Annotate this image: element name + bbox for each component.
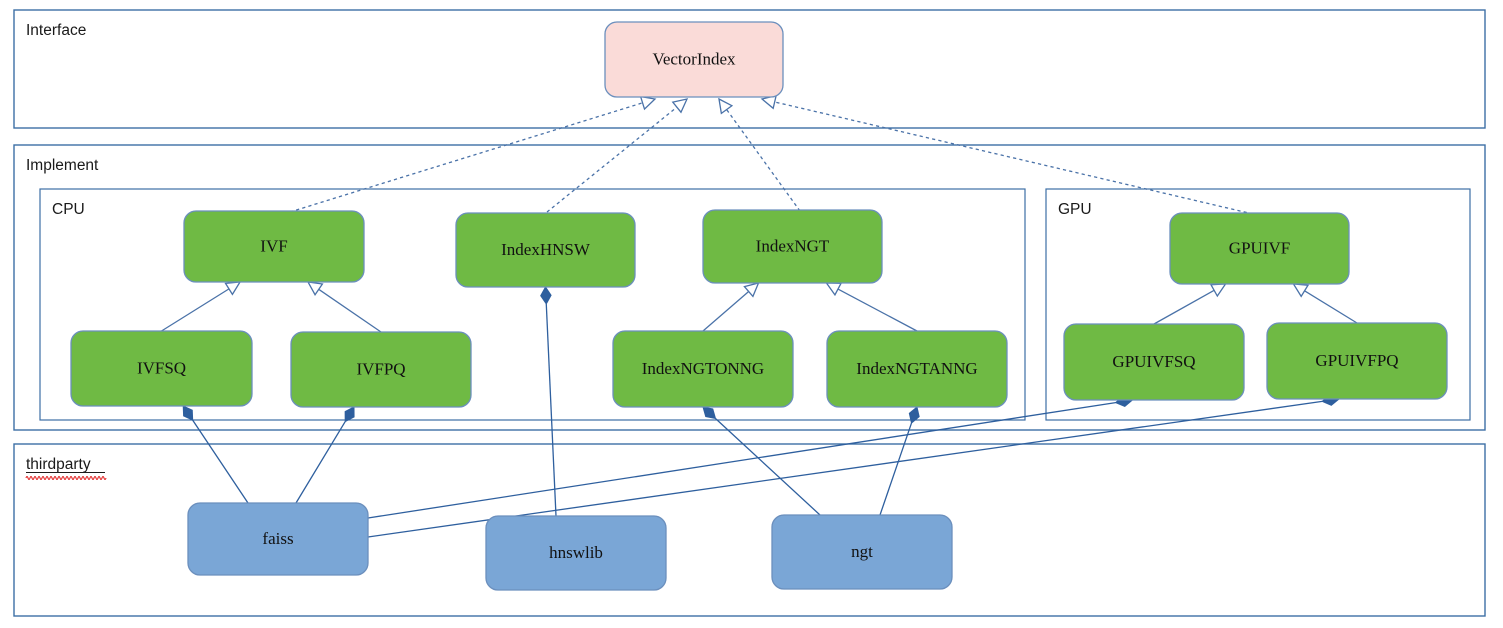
- filled-diamond-arrowhead: [344, 406, 355, 423]
- node-box[interactable]: [70, 330, 253, 407]
- node-label: IndexNGT: [756, 236, 830, 255]
- edge-line: [192, 419, 249, 504]
- hollow-triangle-arrowhead: [743, 282, 760, 298]
- node-IVFPQ[interactable]: IVFPQ: [290, 331, 472, 408]
- node-label: IndexNGTANNG: [856, 359, 977, 378]
- edge-composition-faiss-to-IVFPQ: [295, 406, 355, 504]
- node-box[interactable]: [290, 331, 472, 408]
- node-GPUIVFPQ[interactable]: GPUIVFPQ: [1266, 322, 1448, 400]
- edge-generalization-IVFPQ-to-IVF: [306, 281, 382, 333]
- node-VectorIndex[interactable]: VectorIndex: [604, 21, 784, 98]
- node-label: IndexNGTONNG: [642, 359, 764, 378]
- edge-line: [774, 101, 1254, 215]
- edge-realization-IndexNGT-to-VectorIndex: [718, 97, 801, 212]
- edge-line: [879, 422, 913, 516]
- edge-line: [295, 421, 346, 504]
- edge-composition-hnswlib-to-IndexHNSW: [540, 286, 557, 517]
- node-IndexHNSW[interactable]: IndexHNSW: [455, 212, 636, 288]
- node-label: IndexHNSW: [501, 240, 591, 259]
- group-label-cpu: CPU: [52, 201, 85, 218]
- node-box[interactable]: [826, 330, 1008, 408]
- node-box[interactable]: [455, 212, 636, 288]
- edge-line: [715, 418, 821, 516]
- edges: [161, 94, 1358, 538]
- node-faiss[interactable]: faiss: [187, 502, 369, 576]
- node-label: GPUIVFPQ: [1315, 351, 1398, 370]
- edge-generalization-IVFSQ-to-IVF: [161, 281, 242, 332]
- node-label: IVFSQ: [137, 358, 186, 377]
- group-label-thirdparty: thirdparty: [26, 456, 91, 473]
- edge-line: [367, 401, 1116, 519]
- node-box[interactable]: [612, 330, 794, 408]
- group-label-implement: Implement: [26, 157, 99, 174]
- edge-line: [289, 102, 643, 213]
- node-hnswlib[interactable]: hnswlib: [485, 515, 667, 591]
- node-IVFSQ[interactable]: IVFSQ: [70, 330, 253, 407]
- edge-line: [318, 288, 382, 333]
- edge-line: [726, 109, 801, 212]
- edge-generalization-IndexNGTONNG-to-IndexNGT: [702, 282, 760, 332]
- node-label: GPUIVF: [1229, 238, 1290, 257]
- node-label: VectorIndex: [652, 49, 736, 68]
- edge-composition-ngt-to-IndexNGTANNG: [879, 406, 920, 516]
- node-box[interactable]: [1169, 212, 1350, 285]
- edge-line: [1153, 289, 1215, 325]
- node-label: IVFPQ: [356, 359, 405, 378]
- filled-diamond-arrowhead: [702, 406, 717, 420]
- hollow-triangle-arrowhead: [306, 281, 324, 296]
- edge-line: [702, 291, 750, 332]
- filled-diamond-arrowhead: [908, 406, 920, 424]
- edge-line: [545, 303, 557, 517]
- group-label-gpu: GPU: [1058, 201, 1092, 218]
- node-box[interactable]: [604, 21, 784, 98]
- node-IVF[interactable]: IVF: [183, 210, 365, 283]
- filled-diamond-arrowhead: [540, 286, 552, 305]
- node-ngt[interactable]: ngt: [771, 514, 953, 590]
- hollow-triangle-arrowhead: [671, 98, 689, 114]
- node-IndexNGTANNG[interactable]: IndexNGTANNG: [826, 330, 1008, 408]
- node-box[interactable]: [485, 515, 667, 591]
- edge-line: [161, 288, 230, 332]
- node-box[interactable]: [1063, 323, 1245, 401]
- edge-composition-ngt-to-IndexNGTONNG: [702, 406, 821, 516]
- node-box[interactable]: [183, 210, 365, 283]
- node-box[interactable]: [702, 209, 883, 284]
- edge-realization-IVF-to-VectorIndex: [289, 95, 657, 213]
- edge-realization-IndexHNSW-to-VectorIndex: [546, 98, 689, 213]
- node-label: faiss: [262, 529, 293, 548]
- node-GPUIVFSQ[interactable]: GPUIVFSQ: [1063, 323, 1245, 401]
- node-label: GPUIVFSQ: [1112, 352, 1195, 371]
- group-label-interface: Interface: [26, 22, 86, 39]
- hollow-triangle-arrowhead: [639, 95, 657, 111]
- edge-line: [367, 400, 1323, 538]
- node-GPUIVF[interactable]: GPUIVF: [1169, 212, 1350, 285]
- edge-composition-faiss-to-IVFSQ: [182, 405, 249, 504]
- hollow-triangle-arrowhead: [718, 97, 734, 115]
- edge-line: [837, 288, 918, 332]
- edge-line: [546, 106, 678, 213]
- node-IndexNGTONNG[interactable]: IndexNGTONNG: [612, 330, 794, 408]
- node-box[interactable]: [771, 514, 953, 590]
- edge-line: [1304, 290, 1358, 324]
- spellcheck-underline-icon: [25, 475, 107, 481]
- node-box[interactable]: [187, 502, 369, 576]
- node-label: IVF: [260, 236, 287, 255]
- node-IndexNGT[interactable]: IndexNGT: [702, 209, 883, 284]
- node-box[interactable]: [1266, 322, 1448, 400]
- node-label: ngt: [851, 542, 873, 561]
- node-label: hnswlib: [549, 543, 603, 562]
